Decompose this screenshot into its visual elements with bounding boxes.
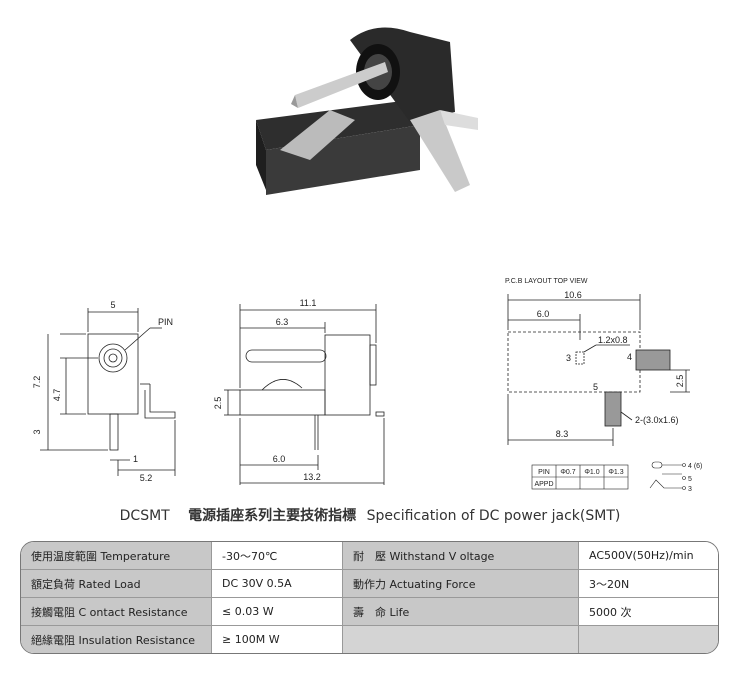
spec-empty-cell: [343, 626, 579, 653]
spec-row: 絕緣電阻 Insulation Resistance ≥ 100M W: [21, 626, 718, 653]
front-pin-label: PIN: [158, 317, 173, 327]
spec-label: 壽 命 Life: [343, 598, 579, 626]
front-dim-bottom: 5.2: [140, 473, 153, 483]
spec-label: 絕緣電阻 Insulation Resistance: [21, 626, 212, 653]
spec-row: 使用温度範圍 Temperature -30～70℃ 耐 壓 Withstand…: [21, 542, 718, 570]
pin-table-row2: APPD: [534, 481, 553, 488]
pin-table-h2: Φ1.0: [584, 469, 599, 476]
front-dim-top: 5: [110, 300, 115, 310]
pcb-dim-right: 2.5: [675, 375, 685, 388]
symbol-label-3: 3: [688, 486, 692, 493]
spec-value: AC500V(50Hz)/min: [579, 542, 718, 570]
title-english: Specification of DC power jack(SMT): [366, 508, 621, 524]
spec-value: ≤ 0.03 W: [212, 598, 343, 626]
product-photo: [256, 27, 478, 195]
pin-table-h1: Φ0.7: [560, 469, 575, 476]
pcb-dim-width: 10.6: [564, 290, 582, 300]
pcb-dim-6: 6.0: [537, 309, 550, 319]
pin-table-h3: Φ1.3: [608, 469, 623, 476]
spec-value: 5000 次: [579, 598, 718, 626]
spec-value: ≥ 100M W: [212, 626, 343, 653]
side-dim-top: 11.1: [300, 298, 317, 308]
symbol-label-5: 5: [688, 476, 692, 483]
pcb-dim-bottom: 8.3: [556, 429, 569, 439]
spec-value: -30～70℃: [212, 542, 343, 570]
side-dim-bottom1: 6.0: [273, 454, 286, 464]
front-dim-pin: 3: [32, 429, 42, 434]
symbol-label-4: 4 (6): [688, 463, 702, 470]
spec-label: 使用温度範圍 Temperature: [21, 542, 212, 570]
spec-label: 耐 壓 Withstand V oltage: [343, 542, 579, 570]
spec-empty-cell: [579, 626, 718, 653]
side-view-drawing: [224, 304, 385, 485]
spec-label: 額定負荷 Rated Load: [21, 570, 212, 598]
spec-value: DC 30V 0.5A: [212, 570, 343, 598]
pcb-pad-label: 2-(3.0x1.6): [635, 415, 679, 425]
side-dim-mid: 6.3: [276, 317, 289, 327]
pcb-pin5: 5: [593, 382, 598, 392]
spec-value: 3～20N: [579, 570, 718, 598]
model-code: DCSMT: [119, 508, 170, 524]
front-view-drawing: [40, 308, 176, 476]
pin-table: [531, 464, 629, 490]
side-dim-h: 2.5: [213, 397, 223, 410]
spec-table: 使用温度範圍 Temperature -30～70℃ 耐 壓 Withstand…: [20, 541, 719, 654]
side-dim-bottom2: 13.2: [303, 472, 321, 482]
title-chinese: 電源插座系列主要技術指標: [188, 508, 357, 524]
spec-row: 額定負荷 Rated Load DC 30V 0.5A 動作力 Actuatin…: [21, 570, 718, 598]
document-title: DCSMT 電源插座系列主要技術指標 Specification of DC p…: [0, 505, 740, 525]
pcb-pin4: 4: [627, 352, 632, 362]
pcb-header: P.C.B LAYOUT TOP VIEW: [505, 278, 588, 285]
pcb-hole-label: 1.2x0.8: [598, 335, 628, 345]
spec-label: 動作力 Actuating Force: [343, 570, 579, 598]
front-dim-hole: 4.7: [52, 389, 62, 402]
pcb-layout-drawing: [507, 294, 690, 446]
front-dim-small: 1: [133, 454, 138, 464]
pin-table-h0: PIN: [538, 469, 550, 476]
spec-label: 接觸電阻 C ontact Resistance: [21, 598, 212, 626]
pcb-pin3: 3: [566, 353, 571, 363]
front-dim-height: 7.2: [32, 376, 42, 389]
jack-symbol-icon: [649, 461, 686, 490]
spec-row: 接觸電阻 C ontact Resistance ≤ 0.03 W 壽 命 Li…: [21, 598, 718, 626]
